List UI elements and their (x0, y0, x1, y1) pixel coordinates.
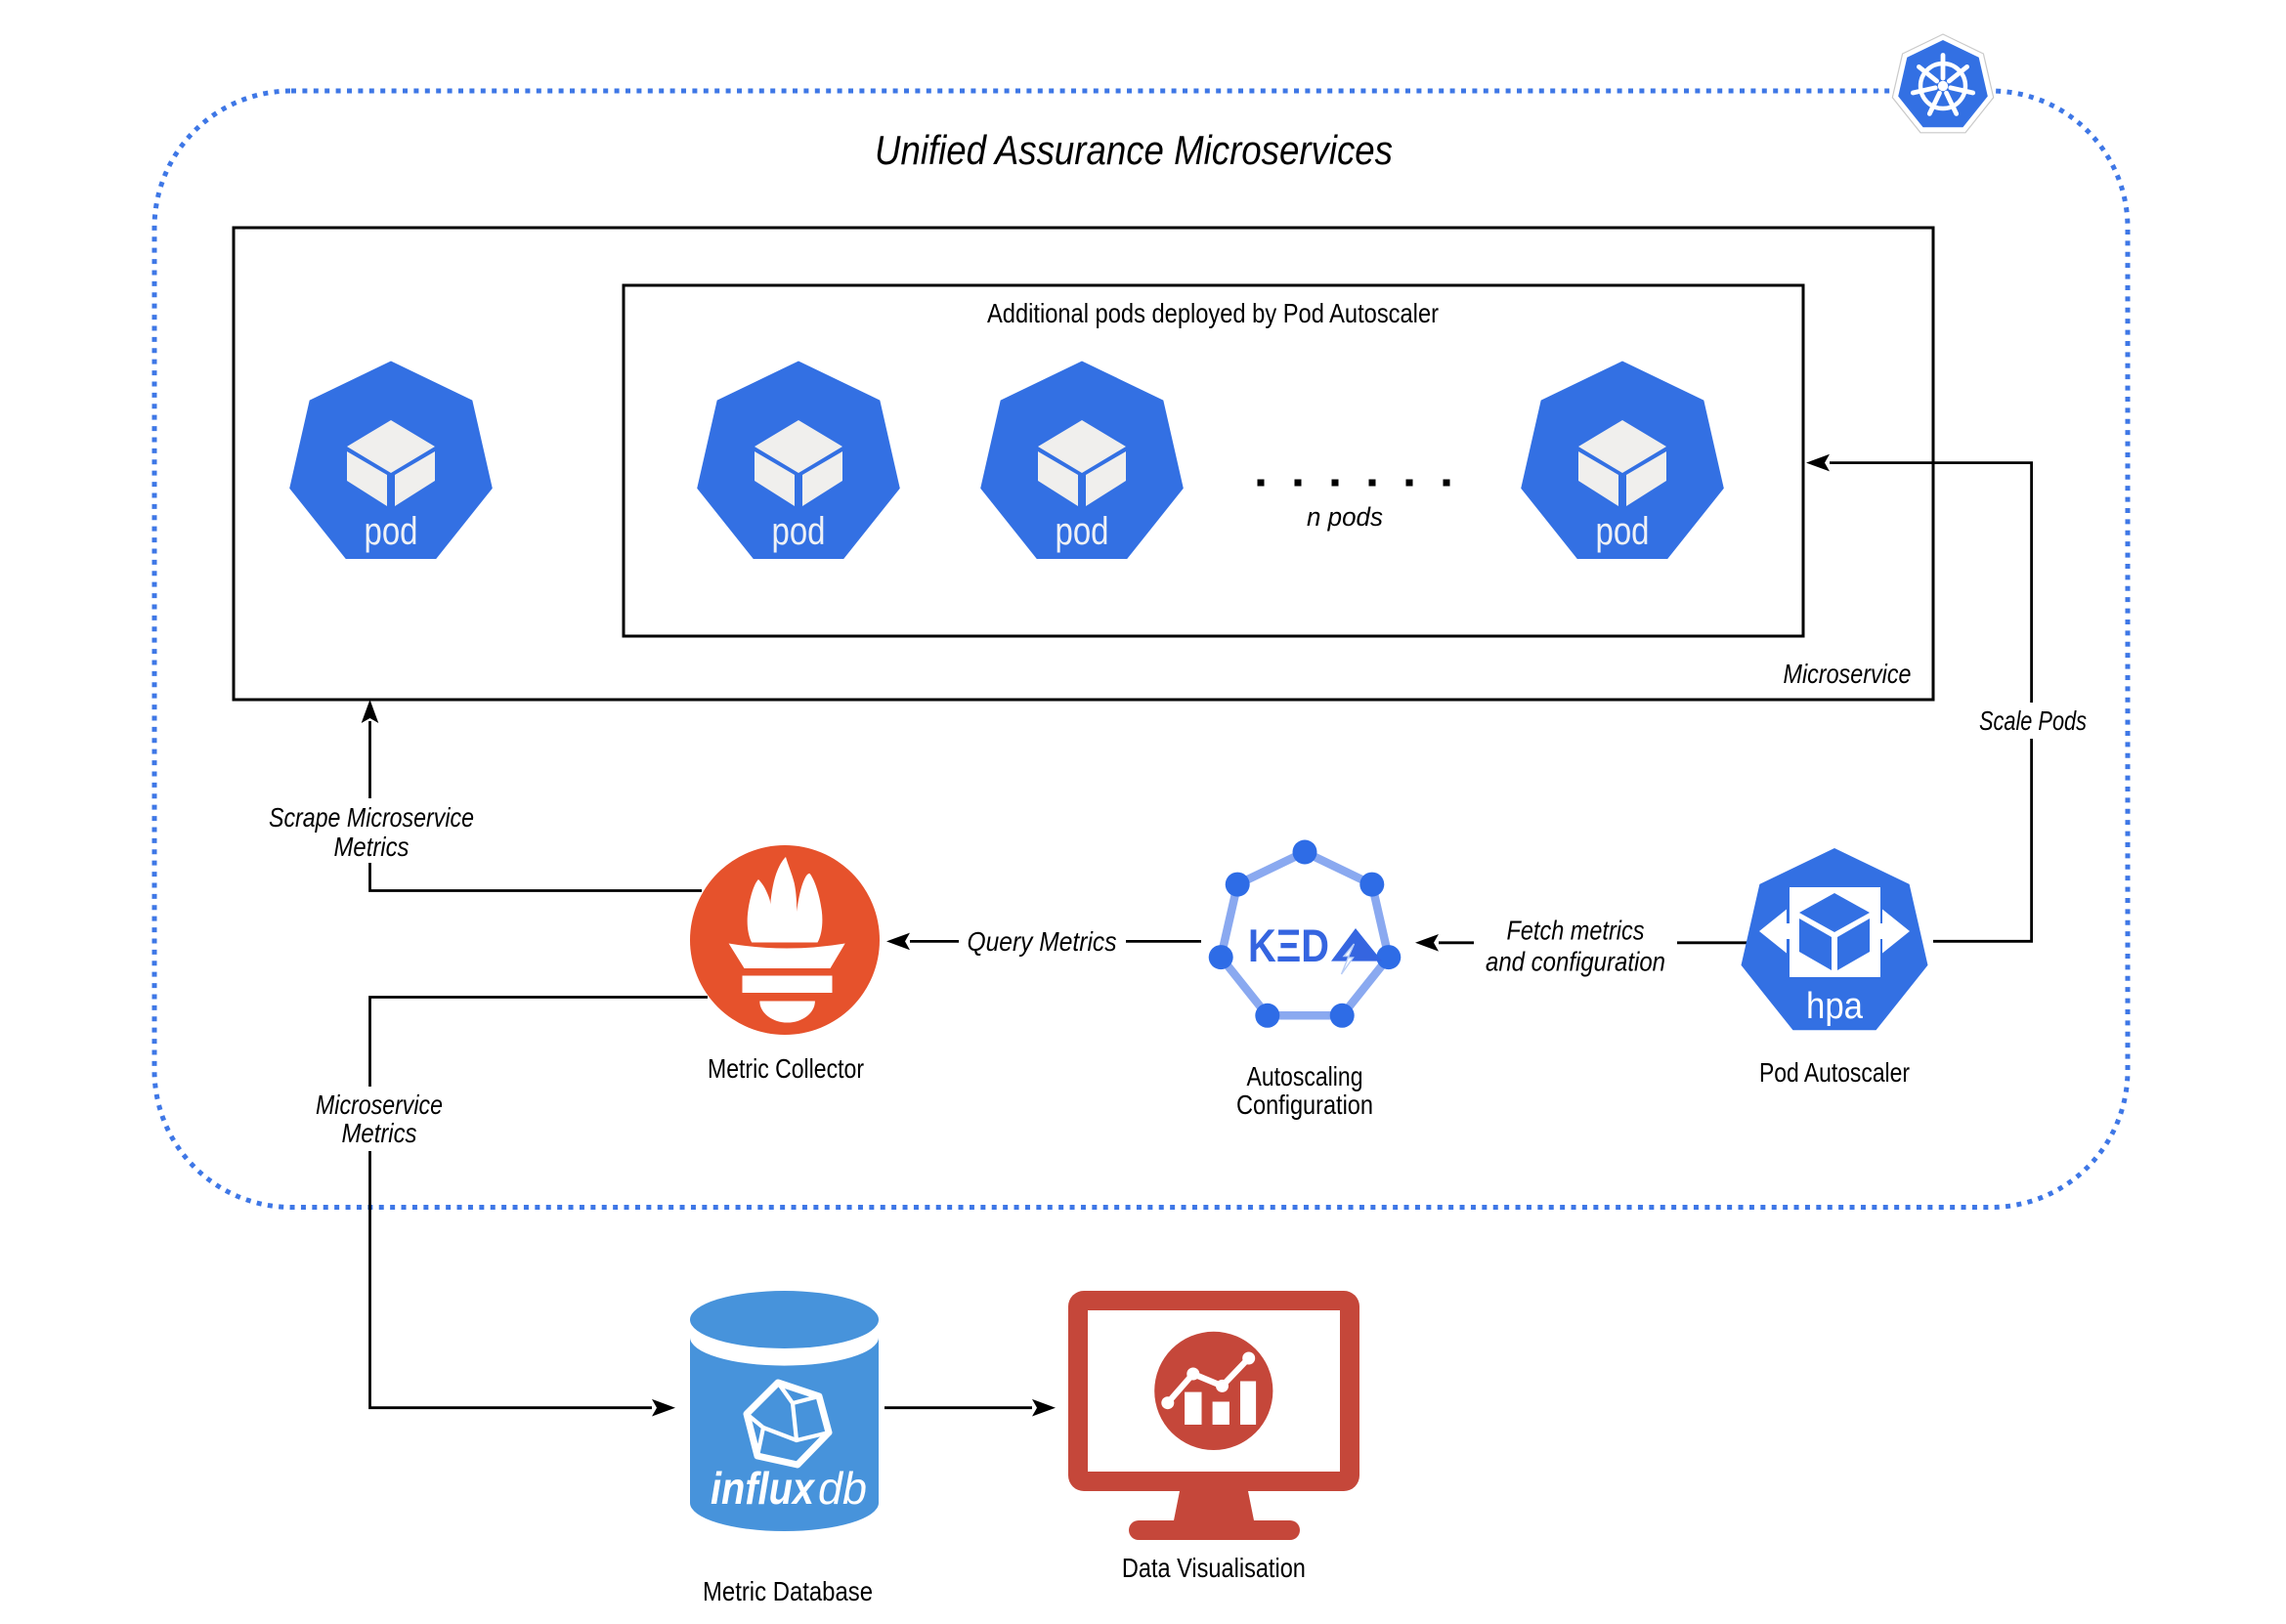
svg-text:db: db (818, 1463, 867, 1514)
svg-text:pod: pod (1056, 510, 1109, 553)
svg-text:Configuration: Configuration (1236, 1090, 1373, 1120)
svg-text:Pod Autoscaler: Pod Autoscaler (1759, 1057, 1910, 1088)
svg-text:pod: pod (365, 510, 418, 553)
svg-text:Metric Collector: Metric Collector (708, 1053, 864, 1084)
svg-text:Query Metrics: Query Metrics (968, 926, 1117, 957)
svg-text:Data Visualisation: Data Visualisation (1122, 1553, 1306, 1583)
svg-text:Microservice: Microservice (316, 1090, 443, 1120)
svg-text:and configuration: and configuration (1486, 947, 1665, 977)
svg-text:Fetch metrics: Fetch metrics (1507, 916, 1645, 946)
svg-text:Scale Pods: Scale Pods (1979, 705, 2087, 736)
svg-text:pod: pod (772, 510, 826, 553)
svg-text:KΞD: KΞD (1248, 919, 1329, 971)
svg-text:Additional pods deployed by Po: Additional pods deployed by Pod Autoscal… (987, 298, 1439, 328)
svg-text:influx: influx (711, 1463, 816, 1514)
svg-text:Metric Database: Metric Database (703, 1576, 873, 1606)
svg-text:pod: pod (1596, 510, 1650, 553)
svg-text:Autoscaling: Autoscaling (1247, 1061, 1363, 1091)
svg-text:Unified Assurance Microservice: Unified Assurance Microservices (875, 127, 1393, 173)
svg-text:hpa: hpa (1806, 986, 1864, 1027)
svg-text:Metrics: Metrics (342, 1118, 417, 1148)
svg-text:Microservice: Microservice (1784, 659, 1912, 689)
svg-text:Metrics: Metrics (334, 832, 410, 862)
svg-text:Scrape Microservice: Scrape Microservice (269, 802, 474, 833)
svg-text:n pods: n pods (1307, 502, 1383, 532)
